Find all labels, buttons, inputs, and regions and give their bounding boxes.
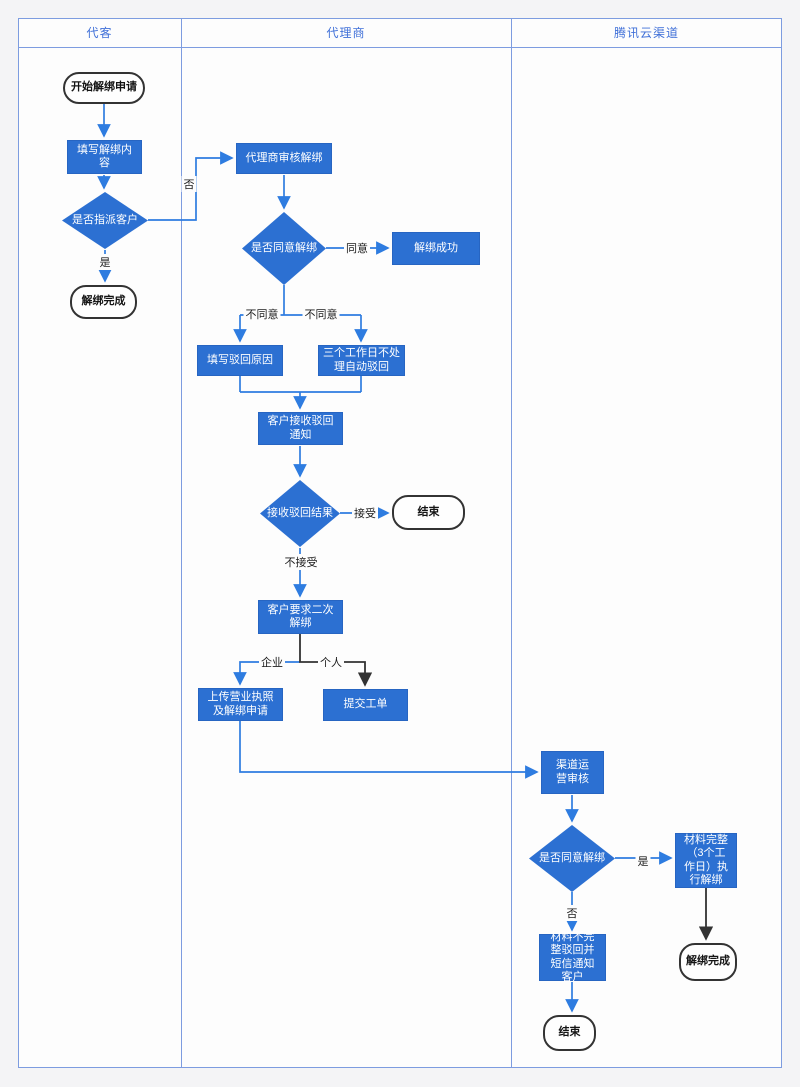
process-channel-ops-review-label: 渠道运营审核 xyxy=(556,759,589,785)
edge-label-disagree-right: 不同意 xyxy=(302,306,340,322)
process-agent-review: 代理商审核解绑 xyxy=(236,143,332,174)
edge-label-yes-1: 是 xyxy=(97,254,113,270)
decision-assign-customer-label: 是否指派客户 xyxy=(72,213,138,226)
edge-label-not-accept: 不接受 xyxy=(282,554,320,570)
process-second-unbind-request: 客户要求二次解绑 xyxy=(258,600,343,634)
edge-label-agree: 同意 xyxy=(344,240,370,256)
process-agent-review-label: 代理商审核解绑 xyxy=(245,151,323,164)
terminal-end-final-label: 结束 xyxy=(558,1026,581,1039)
process-materials-complete-execute-label: 材料完整（3个工作日）执行解绑 xyxy=(684,833,728,886)
lane-title-daike: 代客 xyxy=(86,26,113,40)
process-fill-reject-reason: 填写驳回原因 xyxy=(197,345,283,376)
process-submit-ticket: 提交工单 xyxy=(323,689,408,721)
process-channel-ops-review: 渠道运营审核 xyxy=(541,751,604,794)
edge-label-accept: 接受 xyxy=(352,505,378,521)
process-materials-incomplete-reject-sms-label: 材料不完整驳回并短信通知客户 xyxy=(550,930,595,983)
lane-divider-2 xyxy=(511,18,512,1068)
terminal-end-final: 结束 xyxy=(543,1015,596,1051)
process-upload-license: 上传营业执照及解绑申请 xyxy=(198,688,283,721)
terminal-unbind-complete-1-label: 解绑完成 xyxy=(81,295,126,308)
decision-agree-unbind-1-label: 是否同意解绑 xyxy=(251,241,317,254)
process-customer-receive-reject-notice: 客户接收驳回通知 xyxy=(258,412,343,445)
process-submit-ticket-label: 提交工单 xyxy=(343,698,388,711)
lane-title-agent: 代理商 xyxy=(326,26,366,40)
terminal-unbind-complete-1: 解绑完成 xyxy=(70,285,137,319)
edge-label-disagree-left: 不同意 xyxy=(243,306,281,322)
terminal-start-label: 开始解绑申请 xyxy=(71,81,137,94)
process-unbind-success: 解绑成功 xyxy=(392,232,480,265)
process-unbind-success-label: 解绑成功 xyxy=(414,241,458,254)
process-auto-reject-3days: 三个工作日不处理自动驳回 xyxy=(318,345,405,376)
edge-label-no-2: 否 xyxy=(564,905,580,921)
process-fill-reject-reason-label: 填写驳回原因 xyxy=(207,353,273,366)
process-fill-unbind-content-label: 填写解绑内容 xyxy=(77,143,132,169)
lane-header-row: 代客 代理商 腾讯云渠道 xyxy=(18,18,782,48)
swimlane-frame xyxy=(18,18,782,1068)
decision-receive-reject-result-label: 接收驳回结果 xyxy=(267,506,333,519)
edge-label-yes-2: 是 xyxy=(635,853,651,869)
process-materials-complete-execute: 材料完整（3个工作日）执行解绑 xyxy=(675,833,737,888)
edge-label-personal: 个人 xyxy=(318,654,344,670)
process-fill-unbind-content: 填写解绑内容 xyxy=(67,140,142,174)
process-second-unbind-request-label: 客户要求二次解绑 xyxy=(267,603,334,629)
terminal-unbind-complete-2-label: 解绑完成 xyxy=(686,955,730,968)
edge-label-enterprise: 企业 xyxy=(259,654,285,670)
edge-label-no-1: 否 xyxy=(181,176,197,192)
terminal-start: 开始解绑申请 xyxy=(63,72,145,104)
process-materials-incomplete-reject-sms: 材料不完整驳回并短信通知客户 xyxy=(539,931,606,983)
process-customer-receive-reject-notice-label: 客户接收驳回通知 xyxy=(267,415,334,441)
terminal-end-mid: 结束 xyxy=(392,495,465,530)
terminal-end-mid-label: 结束 xyxy=(417,505,440,518)
process-auto-reject-3days-label: 三个工作日不处理自动驳回 xyxy=(323,347,400,373)
terminal-unbind-complete-2: 解绑完成 xyxy=(679,943,737,981)
lane-divider-1 xyxy=(181,18,182,1068)
decision-agree-unbind-2-label: 是否同意解绑 xyxy=(539,851,605,864)
process-upload-license-label: 上传营业执照及解绑申请 xyxy=(207,691,274,717)
lane-title-tencent-channel: 腾讯云渠道 xyxy=(613,26,679,40)
